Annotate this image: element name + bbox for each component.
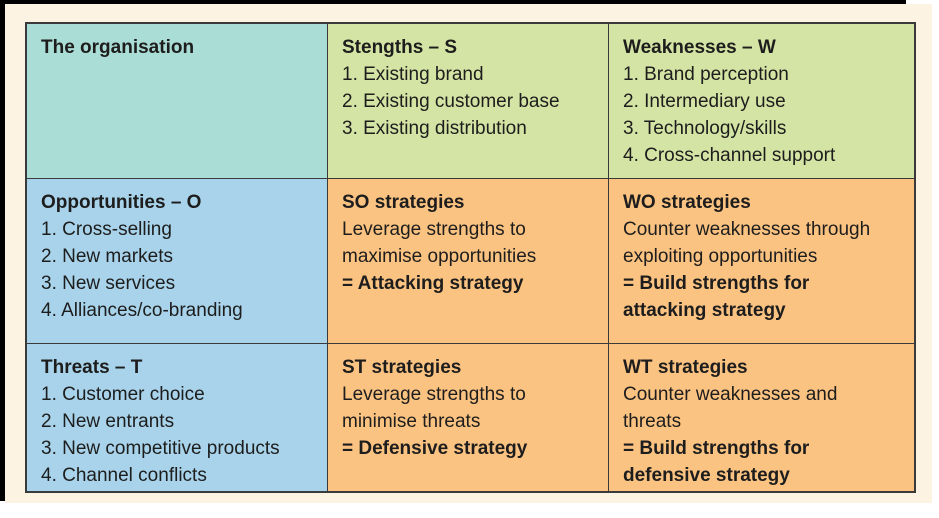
list-item: 3. Existing distribution: [342, 118, 527, 139]
list-item: 3. New services: [41, 273, 176, 294]
cell-heading: Opportunities – O: [41, 192, 202, 213]
cell-wo-strategies: WO strategies Counter weaknesses through…: [609, 179, 914, 344]
swot-matrix-grid: The organisation Stengths – S 1. Existin…: [25, 22, 916, 493]
cell-strengths: Stengths – S 1. Existing brand 2. Existi…: [328, 24, 609, 179]
list-item: 4. Cross-channel support: [623, 145, 836, 166]
cell-heading: ST strategies: [342, 357, 462, 378]
list-item: 1. Customer choice: [41, 384, 205, 405]
cell-line: exploiting opportunities: [623, 246, 818, 267]
list-item: 3. New competitive products: [41, 438, 280, 459]
cell-heading: The organisation: [41, 37, 195, 58]
cell-line-emphasis: = Defensive strategy: [342, 438, 528, 459]
cell-heading: Stengths – S: [342, 37, 458, 58]
list-item: 1. Cross-selling: [41, 219, 172, 240]
cell-line: Leverage strengths to: [342, 219, 526, 240]
cell-line: Leverage strengths to: [342, 384, 526, 405]
cell-line-emphasis: = Build strengths for: [623, 273, 810, 294]
cell-line: minimise threats: [342, 411, 481, 432]
list-item: 1. Brand perception: [623, 64, 789, 85]
list-item: 3. Technology/skills: [623, 118, 787, 139]
list-item: 2. New markets: [41, 246, 173, 267]
cell-line: maximise opportunities: [342, 246, 537, 267]
cell-st-strategies: ST strategies Leverage strengths to mini…: [328, 344, 609, 491]
list-item: 2. New entrants: [41, 411, 175, 432]
cell-heading: WT strategies: [623, 357, 748, 378]
cell-line-emphasis: = Build strengths for: [623, 438, 810, 459]
cell-wt-strategies: WT strategies Counter weaknesses and thr…: [609, 344, 914, 491]
cell-heading: SO strategies: [342, 192, 465, 213]
cell-line-emphasis: attacking strategy: [623, 300, 786, 321]
list-item: 4. Alliances/co-branding: [41, 300, 243, 321]
cell-heading: Weaknesses – W: [623, 37, 776, 58]
cell-heading: WO strategies: [623, 192, 751, 213]
list-item: 2. Existing customer base: [342, 91, 560, 112]
cell-line-emphasis: = Attacking strategy: [342, 273, 524, 294]
list-item: 2. Intermediary use: [623, 91, 786, 112]
list-item: 1. Existing brand: [342, 64, 484, 85]
cell-weaknesses: Weaknesses – W 1. Brand perception 2. In…: [609, 24, 914, 179]
cell-line: Counter weaknesses and: [623, 384, 838, 405]
cell-so-strategies: SO strategies Leverage strengths to maxi…: [328, 179, 609, 344]
cell-line-emphasis: defensive strategy: [623, 465, 790, 486]
frame-top-line: [0, 0, 906, 4]
cell-line: threats: [623, 411, 682, 432]
cell-the-organisation: The organisation: [27, 24, 328, 179]
cell-threats: Threats – T 1. Customer choice 2. New en…: [27, 344, 328, 491]
cell-heading: Threats – T: [41, 357, 143, 378]
frame-left-line: [0, 0, 5, 501]
cell-opportunities: Opportunities – O 1. Cross-selling 2. Ne…: [27, 179, 328, 344]
list-item: 4. Channel conflicts: [41, 465, 207, 486]
cell-line: Counter weaknesses through: [623, 219, 871, 240]
